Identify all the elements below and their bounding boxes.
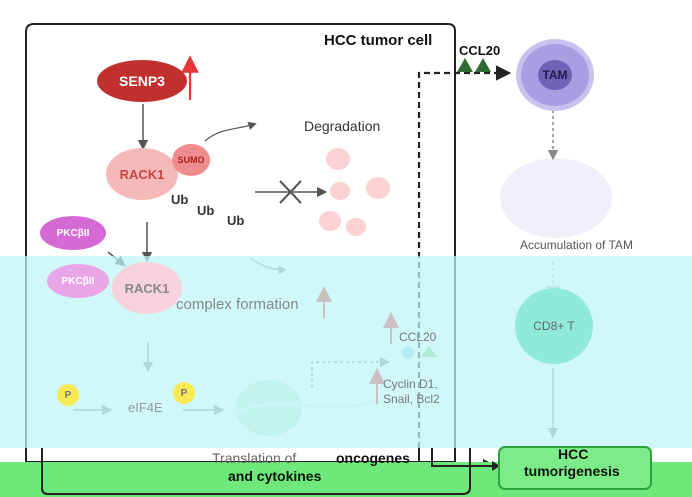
rack1-label: RACK1 — [119, 166, 165, 182]
tam-cell: TAM — [521, 44, 589, 106]
tam-nucleus: TAM — [538, 60, 572, 90]
degradation-fragment — [326, 148, 350, 170]
pkc-label: PKCβII — [56, 227, 90, 239]
degradation-fragment — [366, 177, 390, 199]
ccl20-top-label: CCL20 — [459, 43, 501, 58]
ub-label: Ub — [171, 192, 189, 207]
targets-label-line2: Snail, Bcl2 — [383, 392, 440, 406]
degradation-label: Degradation — [304, 118, 381, 134]
cd8-cell: CD8+ T — [515, 288, 593, 364]
accumulation-label: Accumulation of TAM — [520, 238, 633, 252]
phospho-node: P — [173, 382, 195, 404]
ccl20-inner-label: CCL20 — [399, 330, 437, 344]
tam-accumulation-cells — [500, 158, 612, 238]
senp3-node: SENP3 — [97, 60, 187, 102]
rack1-complex-node: RACK1 — [112, 262, 182, 314]
eif4e-label: eIF4E — [128, 400, 163, 415]
degradation-fragment — [330, 182, 350, 200]
degradation-fragment — [346, 218, 366, 236]
pkc-label: PKCβII — [61, 275, 95, 287]
oncogenes-label: oncogenes — [336, 450, 410, 466]
ub-label: Ub — [197, 203, 215, 218]
tam-label: TAM — [542, 68, 568, 82]
phospho-label: P — [180, 387, 188, 399]
sumo-label: SUMO — [177, 155, 205, 165]
rack1-node: RACK1 — [106, 148, 178, 200]
pkc-complex-node: PKCβII — [47, 264, 109, 298]
phospho-node: P — [57, 384, 79, 406]
senp3-label: SENP3 — [119, 73, 165, 89]
degradation-fragment — [319, 211, 341, 231]
rack1-complex-label: RACK1 — [124, 280, 170, 296]
translation-label: Translation of — [212, 450, 297, 466]
cell-title: HCC tumor cell — [324, 32, 433, 49]
ub-label: Ub — [227, 213, 245, 228]
targets-label-line1: Cyclin D1, — [383, 377, 438, 391]
hcc-outcome-box — [498, 446, 652, 490]
pkc-node: PKCβII — [40, 216, 106, 250]
cytokines-label: and cytokines — [228, 468, 322, 484]
complex-formation-label: complex formation — [176, 296, 299, 313]
cd8-label: CD8+ T — [533, 319, 575, 333]
sumo-node: SUMO — [172, 144, 210, 176]
hcc-outcome-line1: HCC — [558, 446, 589, 462]
phospho-label: P — [64, 389, 72, 401]
hcc-outcome-line2: tumorigenesis — [524, 463, 620, 479]
